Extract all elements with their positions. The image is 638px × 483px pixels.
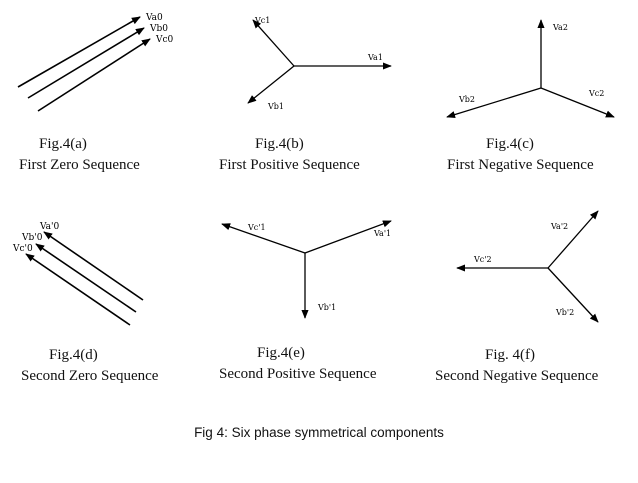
vector-label-vb0: Vb0 bbox=[149, 24, 168, 34]
vector-label-vb'0: Vb'0 bbox=[21, 233, 43, 243]
panel-b-title: First Positive Sequence bbox=[219, 157, 360, 173]
vector-label-vc1: Vc1 bbox=[254, 16, 270, 25]
panel-d-fig-label: Fig.4(d) bbox=[49, 347, 98, 363]
vector-vc0-arrow bbox=[37, 38, 151, 112]
panel-d-title: Second Zero Sequence bbox=[21, 368, 159, 384]
panel-f-fig-label: Fig. 4(f) bbox=[485, 347, 535, 363]
vector-vb2-arrow bbox=[446, 87, 542, 119]
vector-vc2-arrow bbox=[540, 87, 615, 118]
panel-f-diagram: Va'2 Vc'2 Vb'2 bbox=[456, 210, 599, 323]
vector-va0-arrow bbox=[17, 16, 141, 88]
vector-label-vb'2: Vb'2 bbox=[555, 308, 574, 317]
panel-e-fig-label: Fig.4(e) bbox=[257, 345, 305, 361]
panel-c-diagram: Va2 Vb2 Vc2 bbox=[446, 19, 615, 119]
panel-a-title: First Zero Sequence bbox=[19, 157, 140, 173]
vector-vb0-arrow bbox=[27, 27, 145, 99]
vector-va'1-arrow bbox=[304, 220, 392, 254]
vector-label-vc'0: Vc'0 bbox=[12, 244, 33, 254]
vector-va'2-arrow bbox=[547, 210, 599, 269]
vector-label-vc0: Vc0 bbox=[155, 35, 174, 45]
vector-vb'0-arrow bbox=[35, 243, 137, 313]
vector-label-vb'1: Vb'1 bbox=[317, 303, 336, 312]
vector-label-va1: Va1 bbox=[367, 53, 383, 62]
panel-e-title: Second Positive Sequence bbox=[219, 366, 377, 382]
vector-label-va'2: Va'2 bbox=[550, 222, 568, 231]
vector-vb1-arrow bbox=[247, 65, 295, 104]
vector-label-va2: Va2 bbox=[552, 23, 568, 32]
vector-label-va'0: Va'0 bbox=[39, 222, 60, 232]
vector-vc1-arrow bbox=[252, 19, 295, 67]
vector-label-va0: Va0 bbox=[145, 13, 163, 23]
vector-label-vb1: Vb1 bbox=[267, 102, 284, 111]
panel-c-fig-label: Fig.4(c) bbox=[486, 136, 534, 152]
vector-label-vc'1: Vc'1 bbox=[247, 223, 266, 232]
vector-va'0-arrow bbox=[43, 231, 144, 301]
vector-label-va'1: Va'1 bbox=[373, 229, 391, 238]
panel-f-title: Second Negative Sequence bbox=[435, 368, 599, 384]
vector-label-vc2: Vc2 bbox=[588, 89, 604, 98]
vector-vc'1-arrow bbox=[221, 223, 306, 254]
panel-a-diagram: Va0 Vb0 Vc0 bbox=[17, 13, 174, 112]
panel-b-diagram: Vc1 Va1 Vb1 bbox=[247, 16, 392, 111]
vector-label-vb2: Vb2 bbox=[458, 95, 475, 104]
panel-e-diagram: Vc'1 Va'1 Vb'1 bbox=[221, 220, 392, 319]
panel-d-diagram: Va'0 Vb'0 Vc'0 bbox=[12, 222, 144, 326]
vector-label-vc'2: Vc'2 bbox=[473, 255, 492, 264]
figure-caption: Fig 4: Six phase symmetrical components bbox=[194, 425, 444, 440]
vector-vb'2-arrow bbox=[547, 267, 599, 323]
panel-b-fig-label: Fig.4(b) bbox=[255, 136, 304, 152]
vector-vc'0-arrow bbox=[25, 253, 131, 326]
panel-c-title: First Negative Sequence bbox=[447, 157, 594, 173]
panel-a-fig-label: Fig.4(a) bbox=[39, 136, 87, 152]
